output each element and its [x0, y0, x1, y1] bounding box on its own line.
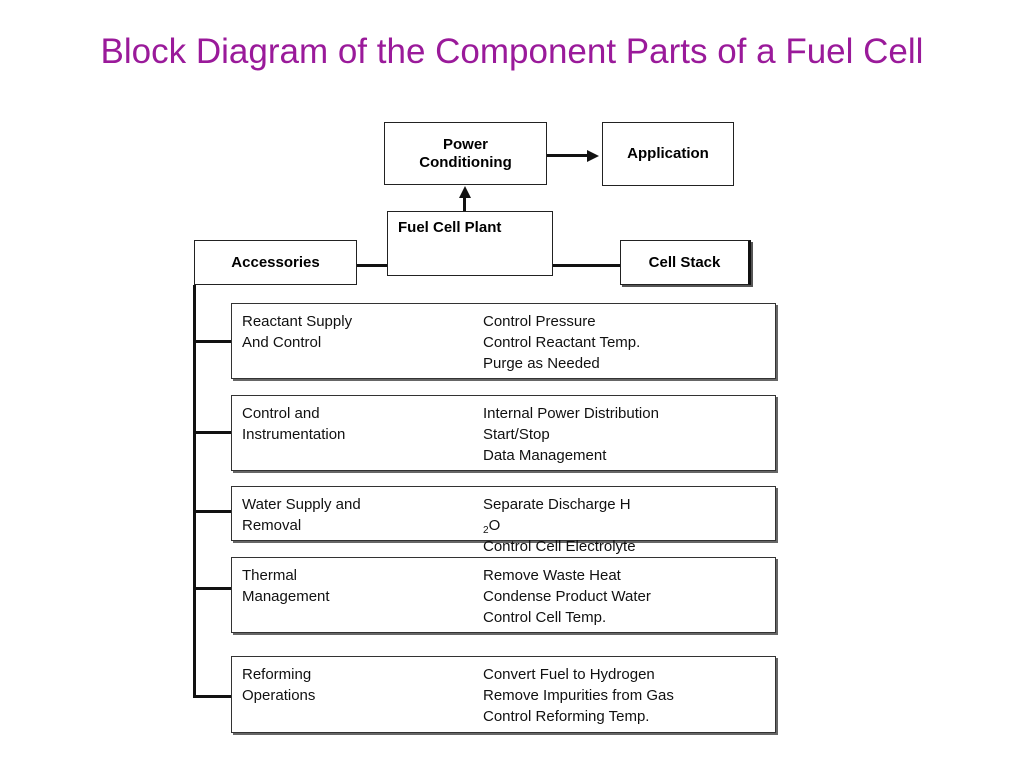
power-conditioning-box: Power Conditioning	[384, 122, 547, 185]
arrow-head-to-application	[587, 149, 599, 162]
accessories-bracket-vertical	[193, 285, 196, 698]
function-item: Control Cell Electrolyte	[483, 538, 636, 555]
function-item: Start/Stop	[483, 426, 550, 443]
function-item: Control Pressure	[483, 313, 596, 330]
connector-plant-to-cell-stack	[553, 264, 620, 267]
h2o-subscript: 2	[483, 525, 489, 536]
subsystem-functions: Remove Waste Heat Condense Product Water…	[483, 565, 651, 628]
function-item: Remove Impurities from Gas	[483, 687, 674, 704]
power-conditioning-label-line-1: Power	[442, 135, 488, 153]
function-item: Convert Fuel to Hydrogen	[483, 666, 655, 683]
subsystem-name: Water Supply and Removal	[242, 496, 361, 534]
bracket-tick-1	[193, 340, 231, 343]
function-item: Control Cell Temp.	[483, 609, 607, 626]
function-text: Separate Discharge H	[483, 496, 631, 513]
application-box: Application	[602, 122, 734, 186]
h2o-suffix: O	[488, 517, 501, 534]
fuel-cell-plant-box: Fuel Cell Plant	[387, 211, 553, 276]
function-item: Data Management	[483, 447, 607, 464]
function-item: Control Reactant Temp.	[483, 334, 641, 351]
cell-stack-box: Cell Stack	[620, 240, 751, 285]
subsystem-reforming-operations: Reforming Operations Convert Fuel to Hyd…	[231, 656, 776, 733]
subsystem-functions: Separate Discharge H 2O Control Cell Elec…	[483, 494, 636, 557]
function-item-h2o: Separate Discharge H 2O	[483, 494, 636, 536]
function-item: Condense Product Water	[483, 588, 651, 605]
subsystem-name: Reforming Operations	[242, 666, 316, 704]
subsystem-water-supply: Water Supply and Removal Separate Discha…	[231, 486, 776, 555]
arrow-head-to-power-conditioning	[458, 186, 471, 198]
subsystem-name: Thermal Management	[242, 567, 330, 605]
function-item: Control Reforming Temp.	[483, 708, 650, 725]
subsystem-functions: Convert Fuel to Hydrogen Remove Impuriti…	[483, 664, 674, 727]
function-item: Purge as Needed	[483, 355, 600, 372]
subsystem-reactant-supply: Reactant Supply And Control Control Pres…	[231, 303, 776, 379]
connector-power-to-application	[547, 154, 589, 157]
subsystem-name: Control and Instrumentation	[242, 405, 346, 443]
subsystem-functions: Control Pressure Control Reactant Temp. …	[483, 311, 640, 374]
cell-stack-label: Cell Stack	[648, 253, 721, 271]
bracket-tick-3	[193, 510, 231, 513]
application-label: Application	[627, 145, 709, 162]
connector-plant-to-power	[463, 196, 466, 212]
connector-accessories-to-plant	[357, 264, 387, 267]
fuel-cell-plant-label: Fuel Cell Plant	[398, 219, 502, 236]
subsystem-thermal-management: Thermal Management Remove Waste Heat Con…	[231, 557, 776, 633]
power-conditioning-label-line-2: Conditioning	[419, 153, 512, 171]
page-title: Block Diagram of the Component Parts of …	[100, 32, 924, 71]
bracket-tick-5	[193, 695, 231, 698]
function-item: Internal Power Distribution	[483, 405, 659, 422]
bracket-tick-4	[193, 587, 231, 590]
function-item: Remove Waste Heat	[483, 567, 621, 584]
subsystem-control-instrumentation: Control and Instrumentation Internal Pow…	[231, 395, 776, 471]
accessories-label: Accessories	[231, 253, 320, 271]
accessories-box: Accessories	[194, 240, 357, 285]
subsystem-name: Reactant Supply And Control	[242, 313, 353, 351]
subsystem-functions: Internal Power Distribution Start/Stop D…	[483, 403, 659, 466]
bracket-tick-2	[193, 431, 231, 434]
